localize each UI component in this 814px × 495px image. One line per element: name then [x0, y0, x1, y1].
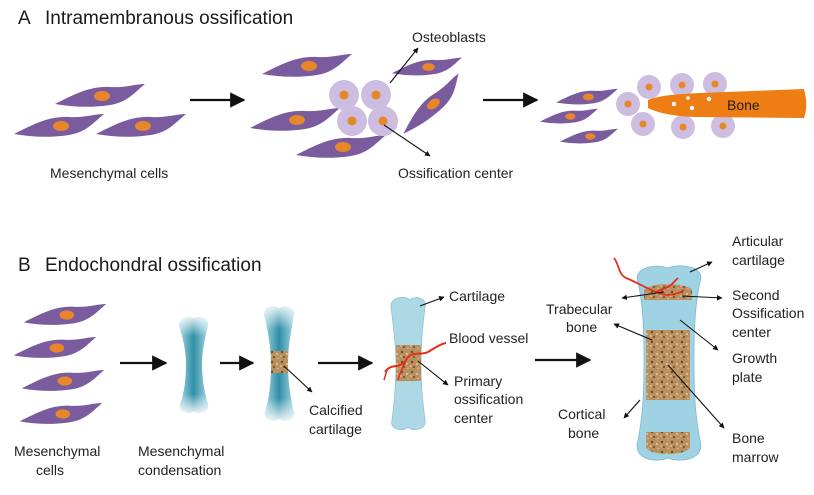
label-articular-2: cartilage	[732, 252, 785, 268]
blood-vessel	[384, 342, 447, 373]
pointer-growth-plate	[679, 319, 719, 351]
label-blood-vessel: Blood vessel	[449, 330, 528, 346]
pointer-calcified	[283, 365, 313, 393]
label-trabecular-1: Trabecular	[546, 301, 613, 317]
mesenchymal-cell	[556, 88, 618, 105]
blood-vessel-mature	[613, 257, 685, 296]
mesenchymal-cell	[19, 403, 103, 424]
label-primary-1: Primary	[454, 373, 502, 389]
mesenchymal-cells-group-b	[13, 304, 107, 424]
pointer-articular	[689, 261, 713, 273]
pointer-trabecular-down	[613, 323, 653, 341]
pointer-ossification-center	[383, 124, 431, 157]
pointer-cortical	[623, 399, 641, 419]
mesenchymal-cells-group-a	[14, 84, 186, 137]
mesenchymal-cell	[23, 304, 107, 325]
label-growth-1: Growth	[732, 350, 777, 366]
label-second-1: Second	[732, 287, 779, 303]
pointer-second-center	[681, 295, 723, 301]
mature-bone	[613, 257, 702, 461]
mesenchymal-cell	[250, 108, 340, 131]
osteoblast-cluster	[250, 54, 471, 158]
label-condensation-2: condensation	[138, 462, 221, 478]
label-calcified-2: cartilage	[309, 421, 362, 437]
panel-a-letter: A	[18, 8, 31, 29]
primary-ossification-stage	[383, 296, 447, 431]
label-mesenchymal-cells-a: Mesenchymal cells	[50, 165, 168, 181]
mesenchymal-cell	[262, 54, 352, 77]
label-second-3: center	[732, 324, 771, 340]
label-primary-2: ossification	[454, 391, 523, 407]
label-mesenchymal-cells-b-2: cells	[36, 462, 64, 478]
mesenchymal-cell	[21, 370, 105, 391]
pointer-osteoblasts	[389, 47, 419, 84]
label-cortical-1: Cortical	[558, 406, 605, 422]
label-primary-3: center	[454, 410, 493, 426]
mesenchymal-cell	[55, 84, 145, 107]
mesenchymal-cell	[393, 73, 471, 136]
label-articular-1: Articular	[732, 233, 784, 249]
label-bone: Bone	[727, 97, 760, 113]
label-trabecular-2: bone	[566, 319, 597, 335]
panel-b-title: Endochondral ossification	[45, 255, 262, 276]
mesenchymal-condensation	[178, 317, 209, 413]
label-mesenchymal-cells-b-1: Mesenchymal	[14, 443, 100, 459]
pointer-trabecular-up	[621, 291, 665, 301]
mesenchymal-cell	[14, 114, 104, 137]
panel-a: A Intramembranous ossification Mesenchym…	[14, 8, 807, 181]
label-marrow-2: marrow	[732, 449, 780, 465]
label-osteoblasts: Osteoblasts	[412, 29, 486, 45]
calcified-region	[271, 351, 288, 373]
pointer-cartilage	[419, 296, 445, 307]
label-cortical-2: bone	[568, 425, 599, 441]
label-cartilage: Cartilage	[449, 288, 505, 304]
label-second-2: Ossification	[732, 305, 804, 321]
label-calcified-1: Calcified	[309, 402, 363, 418]
label-condensation-1: Mesenchymal	[138, 443, 224, 459]
mesenchymal-cell	[296, 135, 386, 158]
lower-spongy-region	[646, 432, 690, 454]
label-marrow-1: Bone	[732, 430, 765, 446]
panel-a-title: Intramembranous ossification	[45, 8, 293, 29]
label-ossification-center: Ossification center	[398, 165, 513, 181]
mesenchymal-cell	[13, 337, 97, 358]
pointer-marrow	[667, 364, 725, 429]
mesenchymal-cell	[560, 128, 618, 144]
panel-b-letter: B	[18, 255, 31, 276]
second-ossification-region	[644, 284, 692, 300]
label-growth-2: plate	[732, 369, 763, 385]
bone-shape	[648, 89, 807, 118]
mesenchymal-cell	[540, 108, 598, 124]
mesenchymal-cell	[96, 114, 186, 137]
bone-formation	[540, 72, 807, 144]
calcified-cartilage-stage	[263, 306, 295, 421]
panel-b: B Endochondral ossification Mesenchymal …	[13, 233, 804, 478]
pointer-primary-center	[417, 360, 449, 386]
